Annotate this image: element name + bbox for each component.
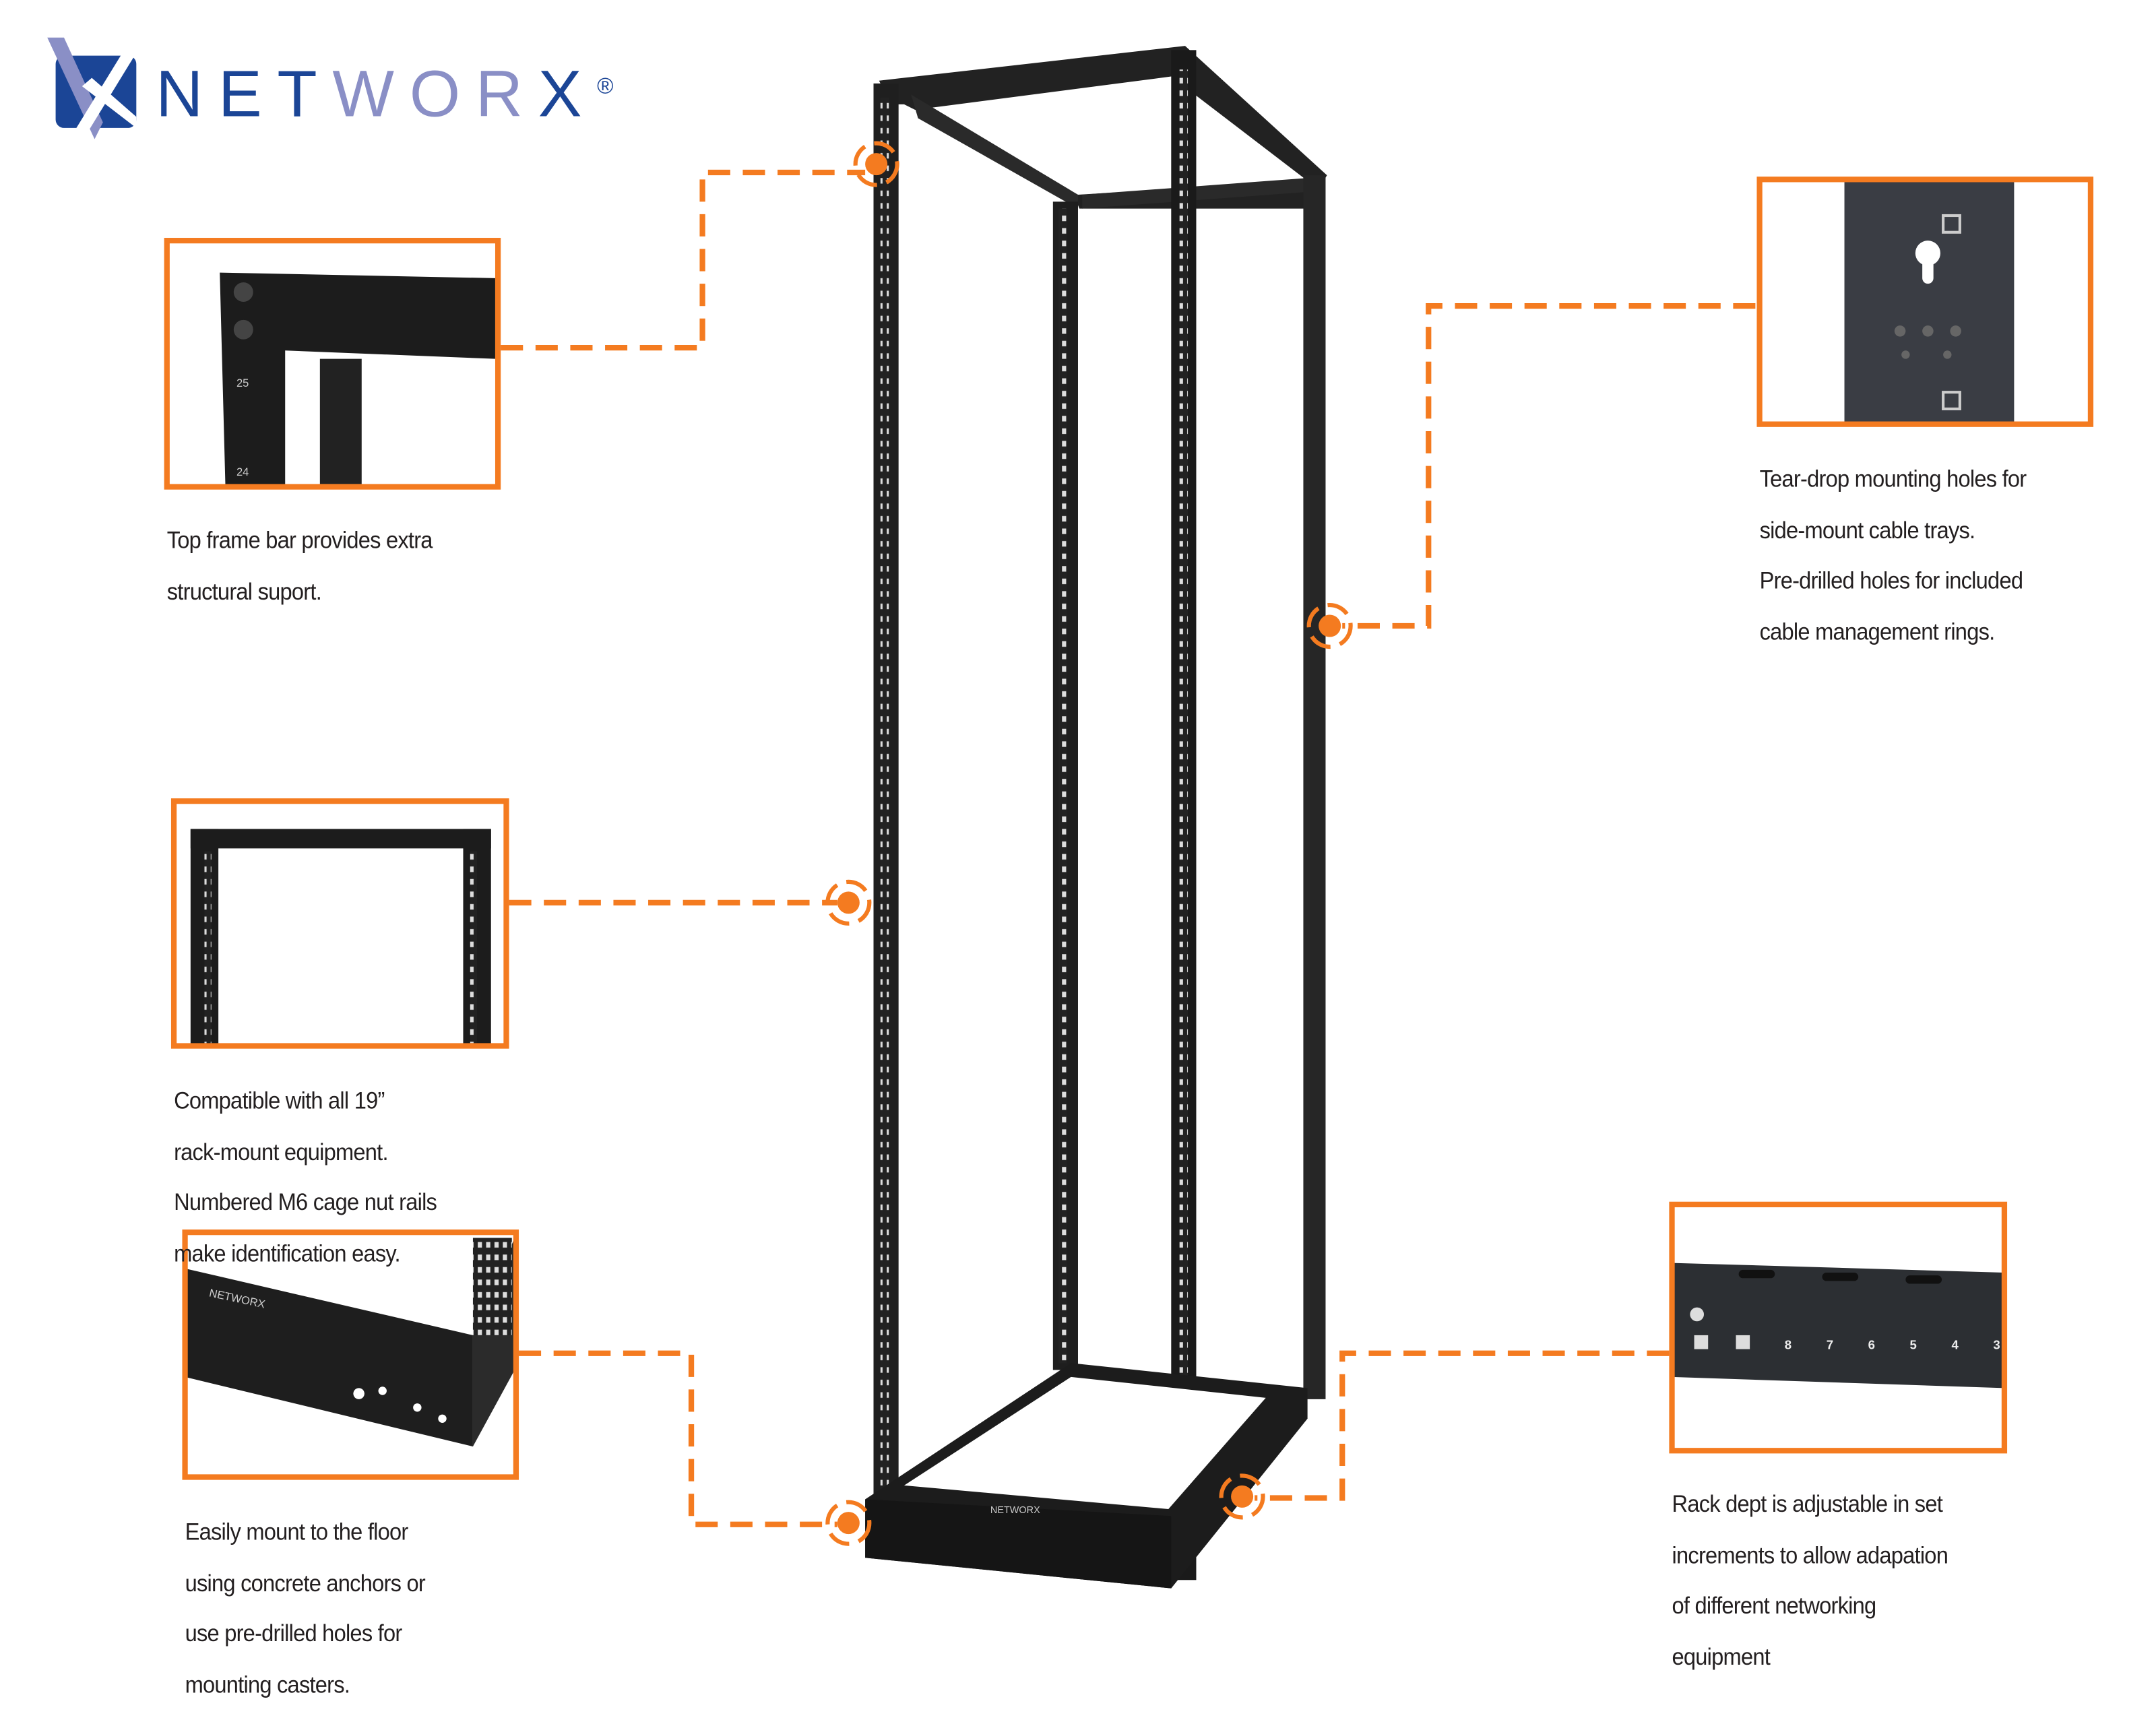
- svg-text:5: 5: [1910, 1338, 1917, 1352]
- svg-text:3: 3: [1993, 1338, 2000, 1352]
- svg-text:24: 24: [236, 466, 249, 478]
- infographic: NETWORX® NETWORX: [47, 37, 2094, 1698]
- target-icon: [1306, 602, 1353, 649]
- open-frame-rack: NETWORX: [865, 46, 1327, 1589]
- inset-floor-base: NETWORX: [182, 1230, 519, 1480]
- target-markers: [825, 141, 1353, 1546]
- svg-text:6: 6: [1868, 1338, 1875, 1352]
- caption-compatible: Compatible with all 19” rack-mount equip…: [174, 1088, 437, 1267]
- target-icon: [825, 1500, 872, 1546]
- inset-top-frame: 25 24: [164, 238, 501, 490]
- caption-top-frame: Top frame bar provides extra structural …: [166, 528, 433, 605]
- target-icon: [825, 879, 872, 926]
- svg-text:25: 25: [236, 377, 249, 389]
- base-logo-text: NETWORX: [990, 1505, 1040, 1516]
- svg-text:4: 4: [1951, 1338, 1959, 1352]
- svg-text:7: 7: [1827, 1338, 1833, 1352]
- brand-wordmark: NETWORX®: [156, 56, 614, 131]
- networx-logo-icon: [47, 37, 137, 139]
- svg-text:8: 8: [1785, 1338, 1792, 1352]
- caption-floor-mount: Easily mount to the floor using concrete…: [185, 1519, 426, 1698]
- caption-rack-depth: Rack dept is adjustable in set increment…: [1672, 1491, 1948, 1671]
- target-icon: [1219, 1473, 1265, 1520]
- depth-increment-numbers: 8 7 6 5 4 3: [1785, 1338, 2000, 1352]
- rack-illustration: NETWORX 25 24: [164, 46, 2094, 1589]
- inset-rack-depth: 8 7 6 5 4 3: [1669, 1201, 2008, 1454]
- inset-19-inch-frame: [170, 798, 509, 1049]
- callout-connectors: [501, 169, 1756, 1527]
- target-icon: [853, 141, 899, 187]
- caption-tear-drop: Tear-drop mounting holes for side-mount …: [1759, 466, 2027, 646]
- inset-tear-drop: [1756, 177, 2094, 427]
